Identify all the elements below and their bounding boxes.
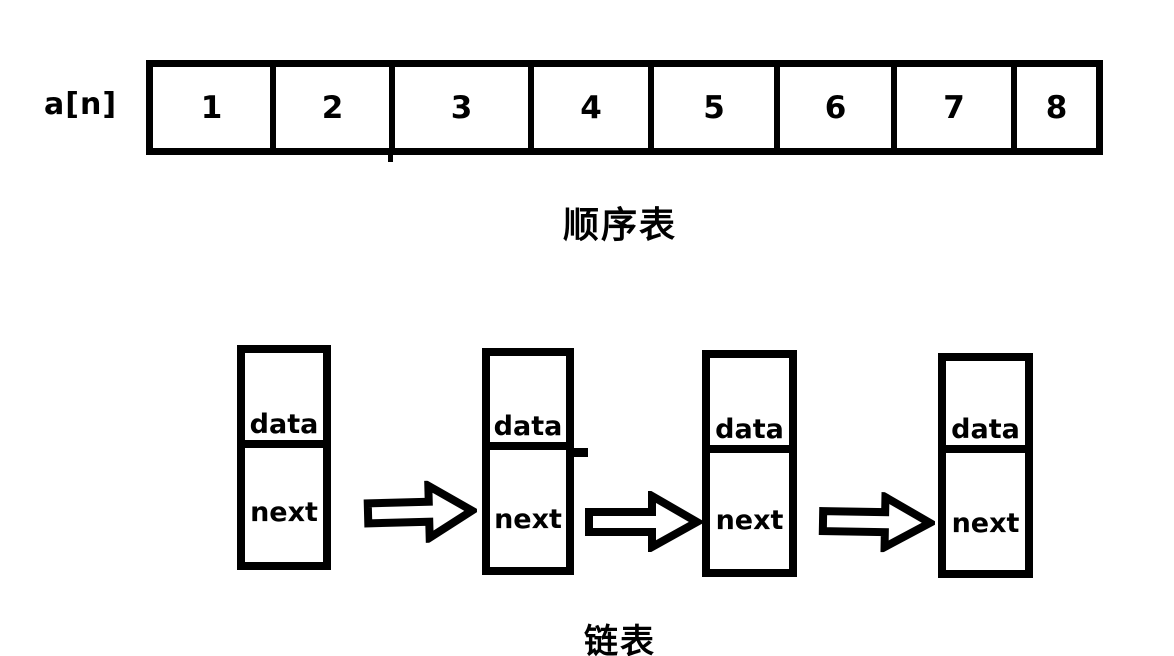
array-cell-5: 5 bbox=[654, 67, 780, 148]
node-data-label: data bbox=[951, 414, 1020, 445]
node-data-cell: data bbox=[245, 353, 323, 448]
array-cell-7: 7 bbox=[897, 67, 1017, 148]
array-cell-4: 4 bbox=[534, 67, 654, 148]
linked-list-caption: 链表 bbox=[584, 622, 656, 656]
node-data-label: data bbox=[715, 414, 784, 445]
array-box: 1 2 3 4 5 6 7 8 bbox=[146, 60, 1103, 155]
linked-list-node: data next bbox=[482, 348, 574, 575]
array-caption: 顺序表 bbox=[562, 205, 677, 246]
array-name-label: a[n] bbox=[44, 87, 118, 122]
node-data-label: data bbox=[249, 409, 319, 440]
node-next-cell: next bbox=[710, 453, 789, 569]
node-data-cell: data bbox=[490, 356, 566, 450]
right-block-arrow-icon bbox=[818, 490, 936, 554]
node-data-label: data bbox=[493, 411, 563, 442]
array-cell-8: 8 bbox=[1045, 89, 1068, 126]
array-cell-2: 2 bbox=[276, 67, 395, 148]
hand-drawn-tick bbox=[388, 152, 393, 162]
node-next-cell: next bbox=[490, 450, 566, 567]
node-next-cell: next bbox=[946, 453, 1025, 570]
node-next-label: next bbox=[494, 504, 562, 535]
hand-drawn-divider-stub bbox=[572, 448, 588, 457]
right-block-arrow-icon bbox=[363, 479, 478, 545]
node-next-cell: next bbox=[245, 448, 323, 562]
linked-list-node: data next bbox=[237, 345, 331, 570]
node-next-label: next bbox=[951, 508, 1020, 539]
node-data-cell: data bbox=[946, 361, 1025, 453]
array-cell-3: 3 bbox=[395, 67, 534, 148]
node-next-label: next bbox=[250, 496, 318, 528]
right-block-arrow-icon bbox=[585, 491, 702, 552]
node-data-cell: data bbox=[710, 358, 789, 453]
linked-list-node: data next bbox=[938, 353, 1033, 578]
linked-list-node: data next bbox=[702, 350, 797, 577]
array-cell-1: 1 bbox=[153, 67, 276, 148]
array-cell-6: 6 bbox=[780, 67, 897, 148]
node-next-label: next bbox=[715, 504, 784, 536]
